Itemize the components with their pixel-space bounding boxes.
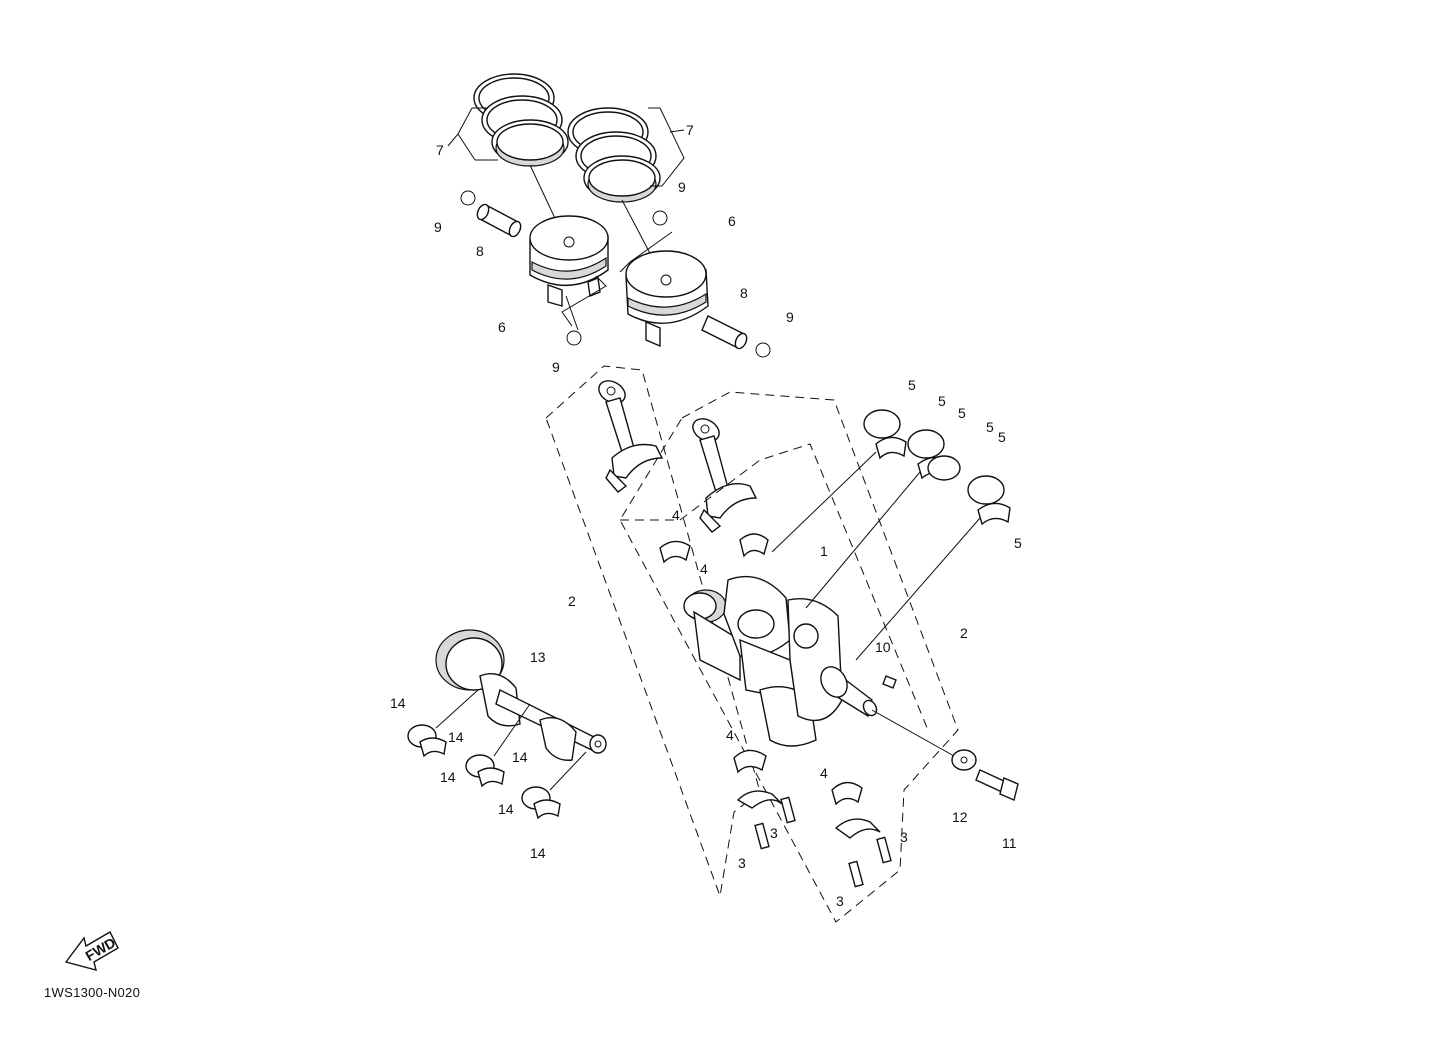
- fwd-arrow-icon: FWD: [64, 931, 119, 971]
- conrod-bearing-upper-left[interactable]: [659, 540, 691, 564]
- piston-clip-right-top[interactable]: [652, 210, 668, 226]
- callout-3: 3: [836, 893, 844, 909]
- callout-9: 9: [678, 179, 686, 195]
- crank-bolts[interactable]: [736, 790, 892, 888]
- callout-1: 1: [820, 543, 828, 559]
- callout-14: 14: [530, 845, 546, 861]
- balancer-bearing-2[interactable]: [465, 754, 505, 788]
- callout-4: 4: [726, 727, 734, 743]
- conrod-bearing-upper-right[interactable]: [739, 533, 769, 558]
- assembly-outline-right: [619, 391, 959, 923]
- callout-7: 7: [436, 142, 444, 158]
- callout-14: 14: [440, 769, 456, 785]
- callout-8: 8: [476, 243, 484, 259]
- piston-left[interactable]: [529, 215, 609, 307]
- ring-bracket-left: [447, 107, 498, 161]
- conrod-bearing-lower-left[interactable]: [733, 749, 767, 774]
- piston-rings-left[interactable]: [473, 73, 569, 167]
- piston-clip-left-top[interactable]: [460, 190, 476, 206]
- balancer-bearing-3[interactable]: [521, 786, 561, 820]
- woodruff-key[interactable]: [882, 675, 897, 689]
- callout-11: 11: [1002, 835, 1017, 851]
- callout-13: 13: [530, 649, 546, 665]
- piston-right[interactable]: [625, 250, 709, 348]
- callout-2: 2: [960, 625, 968, 641]
- callout-9: 9: [786, 309, 794, 325]
- piston-rings-right[interactable]: [567, 107, 661, 203]
- balancer-shaft[interactable]: [435, 629, 607, 761]
- washer[interactable]: [951, 749, 977, 771]
- main-bearing-4[interactable]: [927, 455, 961, 481]
- callout-5: 5: [938, 393, 946, 409]
- callout-3: 3: [738, 855, 746, 871]
- callout-5: 5: [986, 419, 994, 435]
- assembly-outline-left: [545, 365, 761, 898]
- flange-bolt[interactable]: [975, 769, 1019, 801]
- callout-2: 2: [568, 593, 576, 609]
- callout-7: 7: [686, 122, 694, 138]
- callout-5: 5: [908, 377, 916, 393]
- callout-3: 3: [900, 829, 908, 845]
- ring-bracket-right: [648, 107, 685, 187]
- callout-14: 14: [498, 801, 514, 817]
- callout-6: 6: [498, 319, 506, 335]
- callout-5: 5: [998, 429, 1006, 445]
- callout-8: 8: [740, 285, 748, 301]
- conrod-bearing-lower-right[interactable]: [831, 781, 863, 806]
- callout-14: 14: [512, 749, 528, 765]
- piston-pin-left[interactable]: [475, 203, 523, 239]
- callout-14: 14: [390, 695, 406, 711]
- main-bearing-1[interactable]: [863, 409, 907, 460]
- callout-4: 4: [820, 765, 828, 781]
- connecting-rod-right[interactable]: [689, 414, 758, 533]
- callout-9: 9: [552, 359, 560, 375]
- main-bearing-3[interactable]: [967, 475, 1011, 526]
- callout-10: 10: [875, 639, 891, 655]
- connecting-rod-left[interactable]: [595, 376, 664, 493]
- drawing-code: 1WS1300-N020: [44, 985, 141, 1000]
- piston-clip-right-bottom[interactable]: [755, 342, 771, 358]
- callout-5: 5: [1014, 535, 1022, 551]
- balancer-bearing-1[interactable]: [407, 724, 447, 758]
- piston-clip-left-bottom[interactable]: [566, 330, 582, 346]
- callout-4: 4: [672, 507, 680, 523]
- piston-pin-right[interactable]: [701, 315, 749, 350]
- callout-14: 14: [448, 729, 464, 745]
- callout-6: 6: [728, 213, 736, 229]
- callout-5: 5: [958, 405, 966, 421]
- callout-12: 12: [952, 809, 968, 825]
- crankshaft[interactable]: [683, 575, 879, 747]
- callout-labels: 7 7 9 9 9 9 8 8 6 6 5 5 5 5 5 5 4 4 4 4 …: [390, 122, 1022, 909]
- callout-9: 9: [434, 219, 442, 235]
- callout-3: 3: [770, 825, 778, 841]
- callout-4: 4: [700, 561, 708, 577]
